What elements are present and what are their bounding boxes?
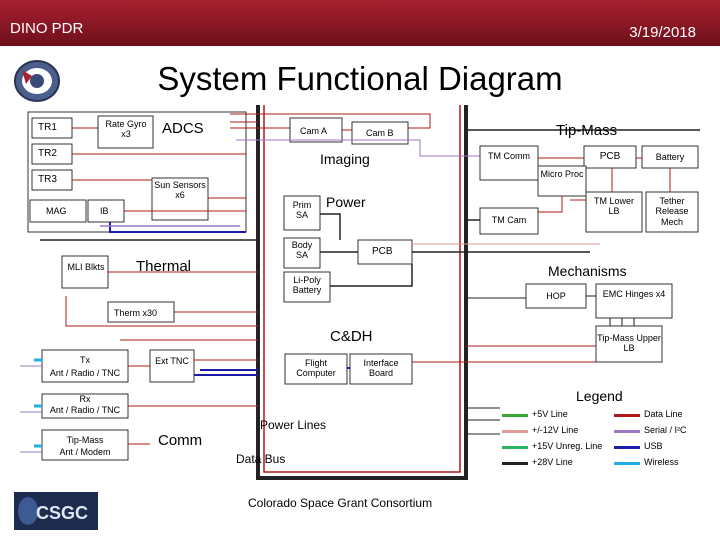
legend-swatch-wireless bbox=[614, 462, 640, 465]
legend-swatch-usb bbox=[614, 446, 640, 449]
header-title: DINO PDR bbox=[10, 20, 84, 37]
legend-title: Legend bbox=[576, 388, 623, 404]
tip-mass-section-label: Tip-Mass bbox=[556, 122, 618, 139]
tx-sub-label: Ant / Radio / TNC bbox=[49, 368, 121, 378]
tr1-block: TR1 bbox=[38, 122, 57, 133]
mission-patch-logo bbox=[14, 60, 60, 102]
flight-computer-block: Flight Computer bbox=[296, 358, 336, 379]
legend-label-serial: Serial / I²C bbox=[644, 425, 687, 435]
legend-label-15v: +15V Unreg. Line bbox=[532, 441, 603, 451]
tether-release-block: Tether Release Mech bbox=[655, 196, 689, 227]
legend-label-5v: +5V Line bbox=[532, 409, 568, 419]
tip-mass-upper-lb-block: Tip-Mass Upper LB bbox=[597, 333, 661, 354]
micro-proc-block: Micro Proc bbox=[540, 169, 584, 179]
tip-mass-comm-block: Tip-Mass bbox=[66, 435, 104, 445]
legend-label-usb: USB bbox=[644, 441, 663, 451]
tm-cam-block: TM Cam bbox=[491, 215, 527, 225]
rate-gyro-block: Rate Gyro x3 bbox=[105, 119, 147, 140]
legend-label-wireless: Wireless bbox=[644, 457, 679, 467]
thermal-section-label: Thermal bbox=[136, 258, 192, 275]
mli-blankets-block: MLI Blkts bbox=[67, 262, 105, 272]
comm-section-label: Comm bbox=[158, 432, 203, 449]
ext-tnc-block: Ext TNC bbox=[155, 356, 189, 366]
rx-block: Rx bbox=[79, 394, 91, 404]
csgc-logo: CSGC bbox=[14, 492, 98, 530]
cam-b-block: Cam B bbox=[366, 128, 394, 138]
legend-swatch-data bbox=[614, 414, 640, 417]
power-pcb-block: PCB bbox=[372, 246, 393, 257]
footer-text: Colorado Space Grant Consortium bbox=[248, 496, 433, 510]
legend-label-12v: +/-12V Line bbox=[532, 425, 579, 435]
sun-sensors-block: Sun Sensors x6 bbox=[154, 180, 206, 201]
tip-mass-comm-sub-label: Ant / Modem bbox=[59, 447, 111, 457]
svg-text:CSGC: CSGC bbox=[36, 503, 88, 523]
mechanisms-section-label: Mechanisms bbox=[548, 263, 627, 279]
tr3-block: TR3 bbox=[38, 174, 57, 185]
thermistors-block: Therm x30 bbox=[114, 308, 158, 318]
adcs-section-label: ADCS bbox=[162, 120, 204, 137]
legend-swatch-5v bbox=[502, 414, 528, 417]
legend-swatch-12v bbox=[502, 430, 528, 433]
tx-block: Tx bbox=[80, 355, 90, 365]
tr2-block: TR2 bbox=[38, 148, 57, 159]
prim-sa-block: Prim SA bbox=[292, 200, 312, 221]
legend-label-28v: +28V Line bbox=[532, 457, 573, 467]
legend-swatch-28v bbox=[502, 462, 528, 465]
li-poly-battery-block: Li-Poly Battery bbox=[292, 275, 322, 296]
ib-block: IB bbox=[100, 206, 109, 216]
tm-battery-block: Battery bbox=[655, 152, 685, 162]
legend-swatch-15v bbox=[502, 446, 528, 449]
cam-a-block: Cam A bbox=[300, 126, 328, 136]
data-bus-label: Data Bus bbox=[236, 452, 286, 466]
interface-board-block: Interface Board bbox=[363, 358, 399, 379]
tm-pcb-block: PCB bbox=[599, 151, 621, 162]
diagram-title: System Functional Diagram bbox=[157, 60, 563, 97]
header-date: 3/19/2018 bbox=[629, 24, 696, 41]
tm-comm-block: TM Comm bbox=[488, 151, 530, 161]
emc-hinges-block: EMC Hinges x4 bbox=[602, 289, 666, 299]
header-bar: DINO PDR 3/19/2018 bbox=[0, 0, 720, 46]
rx-sub-label: Ant / Radio / TNC bbox=[49, 405, 121, 415]
legend-swatch-serial bbox=[614, 430, 640, 433]
imaging-section-label: Imaging bbox=[320, 151, 370, 167]
power-section-label: Power bbox=[326, 194, 366, 210]
mag-block: MAG bbox=[46, 206, 67, 216]
legend-label-data: Data Line bbox=[644, 409, 683, 419]
cdh-section-label: C&DH bbox=[330, 328, 373, 345]
tm-lower-lb-block: TM Lower LB bbox=[593, 196, 634, 217]
power-lines-label: Power Lines bbox=[260, 418, 327, 432]
hop-block: HOP bbox=[546, 291, 566, 301]
body-sa-block: Body SA bbox=[291, 240, 313, 261]
